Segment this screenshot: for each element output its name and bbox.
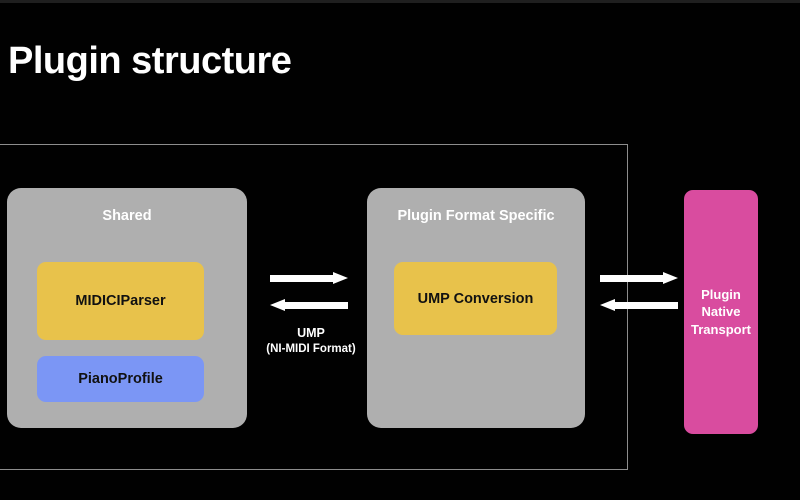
- top-edge-strip: [0, 0, 800, 3]
- arrow-shaft: [614, 302, 678, 309]
- arrow-shaft: [284, 302, 348, 309]
- group-plugin-format-specific-label: Plugin Format Specific: [397, 208, 555, 224]
- arrow-right-icon: [270, 272, 348, 284]
- node-midiciparser[interactable]: MIDICIParser: [37, 262, 204, 340]
- connector-label-ump: UMP (NI-MIDI Format): [250, 326, 372, 356]
- arrow-right-icon: [600, 272, 678, 284]
- connector-shared-to-pfs: [270, 272, 348, 322]
- node-pianoprofile[interactable]: PianoProfile: [37, 356, 204, 402]
- connector-label-ump-line2: (NI-MIDI Format): [266, 342, 356, 355]
- connector-pfs-to-transport: [600, 272, 678, 322]
- node-ump-conversion[interactable]: UMP Conversion: [394, 262, 557, 335]
- group-shared-label: Shared: [102, 208, 152, 224]
- arrow-shaft: [270, 275, 334, 282]
- transport-line-1: Plugin: [701, 286, 741, 302]
- arrow-shaft: [600, 275, 664, 282]
- transport-line-3: Transport: [691, 321, 751, 337]
- node-plugin-native-transport[interactable]: Plugin Native Transport: [684, 190, 758, 434]
- arrow-left-icon: [270, 299, 348, 311]
- node-plugin-native-transport-text: Plugin Native Transport: [691, 286, 751, 339]
- arrow-left-icon: [600, 299, 678, 311]
- connector-label-ump-line1: UMP: [297, 326, 325, 340]
- arrow-head: [600, 299, 615, 311]
- arrow-head: [270, 299, 285, 311]
- page-title: Plugin structure: [8, 40, 292, 82]
- transport-line-2: Native: [701, 304, 741, 320]
- arrow-head: [333, 272, 348, 284]
- arrow-head: [663, 272, 678, 284]
